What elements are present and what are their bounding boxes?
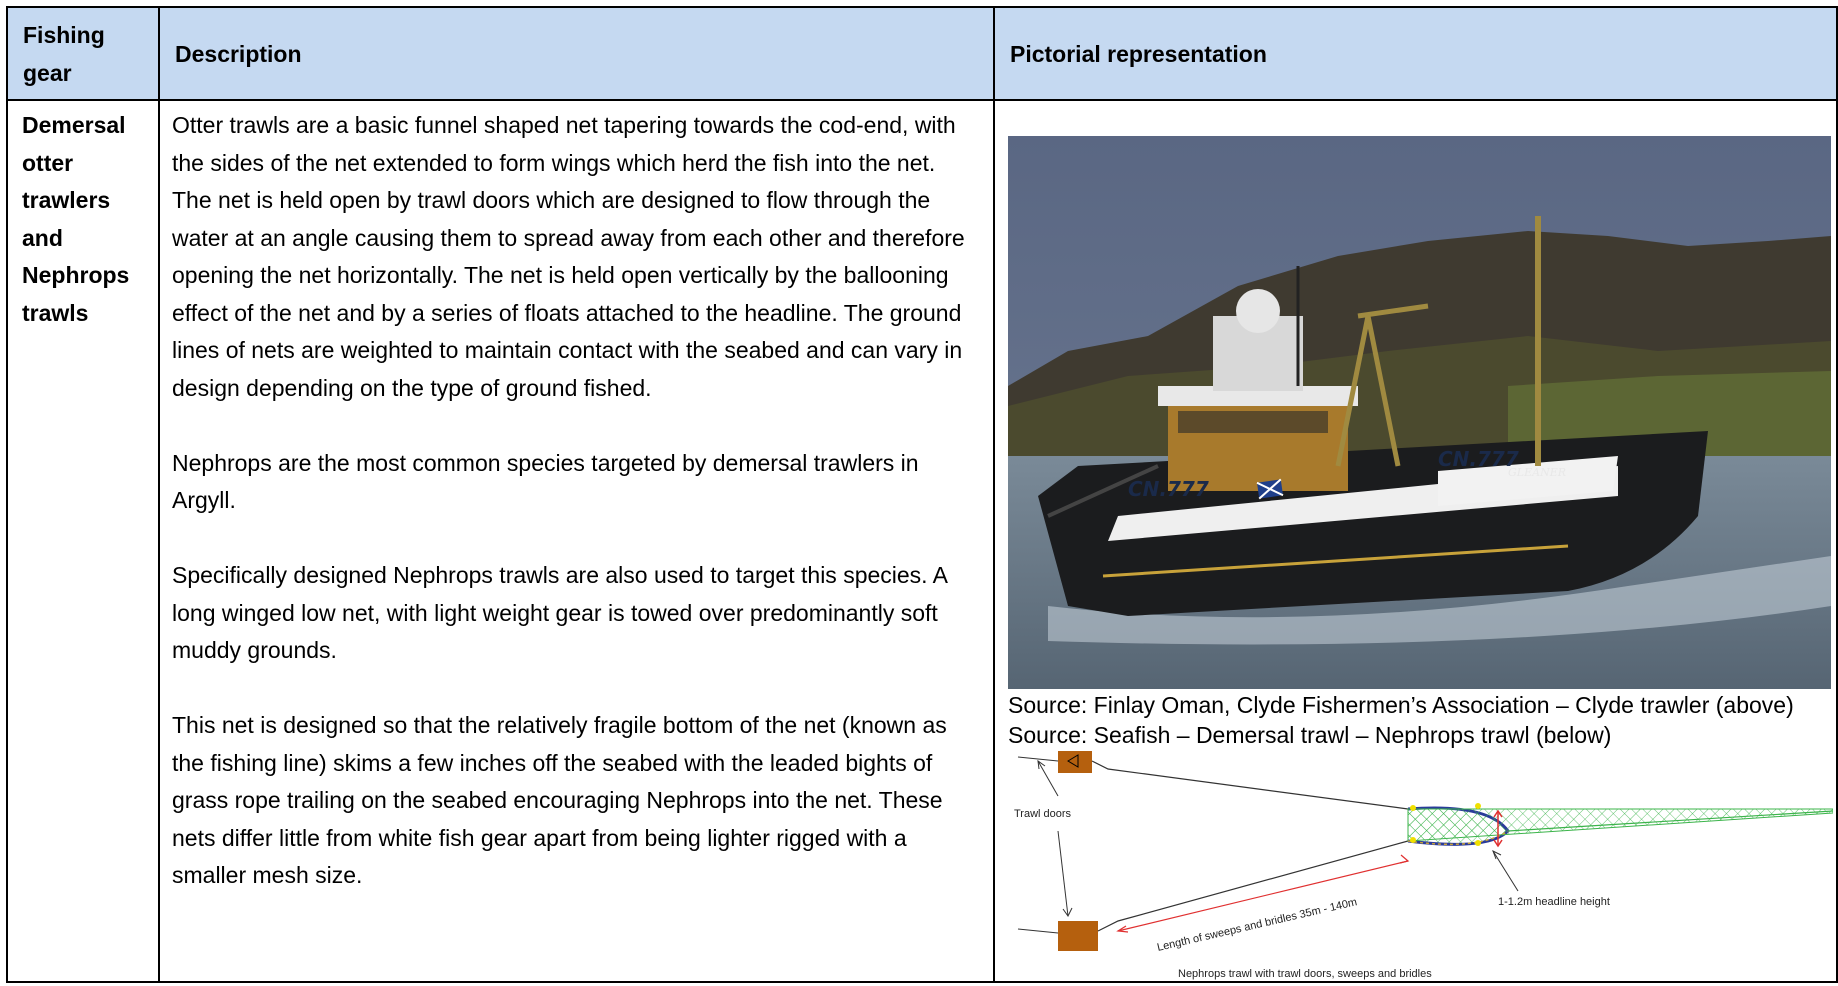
header-fishing-gear: Fishing gear bbox=[6, 6, 160, 101]
vessel-name: GLEANER bbox=[1508, 466, 1566, 479]
table-row: Demersal otter trawlers and Nephrops tra… bbox=[6, 99, 1838, 983]
pictorial-cell: CN.777 CN.777 GLEANER Source: Finlay Oma… bbox=[993, 99, 1838, 983]
description-cell: Otter trawls are a basic funnel shaped n… bbox=[158, 99, 995, 983]
gear-name: Demersal otter trawlers and Nephrops tra… bbox=[22, 112, 130, 326]
trawl-door-bottom bbox=[1058, 921, 1098, 951]
diagram-caption: Nephrops trawl with trawl doors, sweeps … bbox=[1178, 968, 1432, 980]
description-paragraph: Nephrops are the most common species tar… bbox=[172, 449, 919, 514]
description-paragraph: This net is designed so that the relativ… bbox=[172, 712, 947, 888]
diagram-source-caption: Source: Seafish – Demersal trawl – Nephr… bbox=[1008, 722, 1612, 748]
header-description: Description bbox=[158, 6, 995, 101]
label-sweeps-length: Length of sweeps and bridles 35m - 140m bbox=[1156, 896, 1358, 954]
nephrops-trawl-diagram: Trawl doors 1-1.2m headline height Lengt… bbox=[1008, 749, 1834, 981]
trawler-photo: CN.777 CN.777 GLEANER bbox=[1008, 136, 1831, 689]
label-trawl-doors: Trawl doors bbox=[1014, 808, 1072, 820]
gear-name-cell: Demersal otter trawlers and Nephrops tra… bbox=[6, 99, 160, 983]
hull-number-side: CN.777 bbox=[1128, 477, 1209, 501]
description-paragraph: Otter trawls are a basic funnel shaped n… bbox=[172, 112, 965, 401]
hull-number-bow: CN.777 bbox=[1438, 447, 1519, 471]
header-pictorial-representation: Pictorial representation bbox=[993, 6, 1838, 101]
fishing-gear-table: Fishing gear Description Pictorial repre… bbox=[6, 6, 1838, 983]
label-headline-height: 1-1.2m headline height bbox=[1498, 896, 1610, 908]
table-header-row: Fishing gear Description Pictorial repre… bbox=[6, 6, 1838, 101]
photo-source-caption: Source: Finlay Oman, Clyde Fishermen’s A… bbox=[1008, 692, 1794, 718]
description-paragraph: Specifically designed Nephrops trawls ar… bbox=[172, 562, 947, 663]
trawl-door-top bbox=[1058, 749, 1092, 773]
